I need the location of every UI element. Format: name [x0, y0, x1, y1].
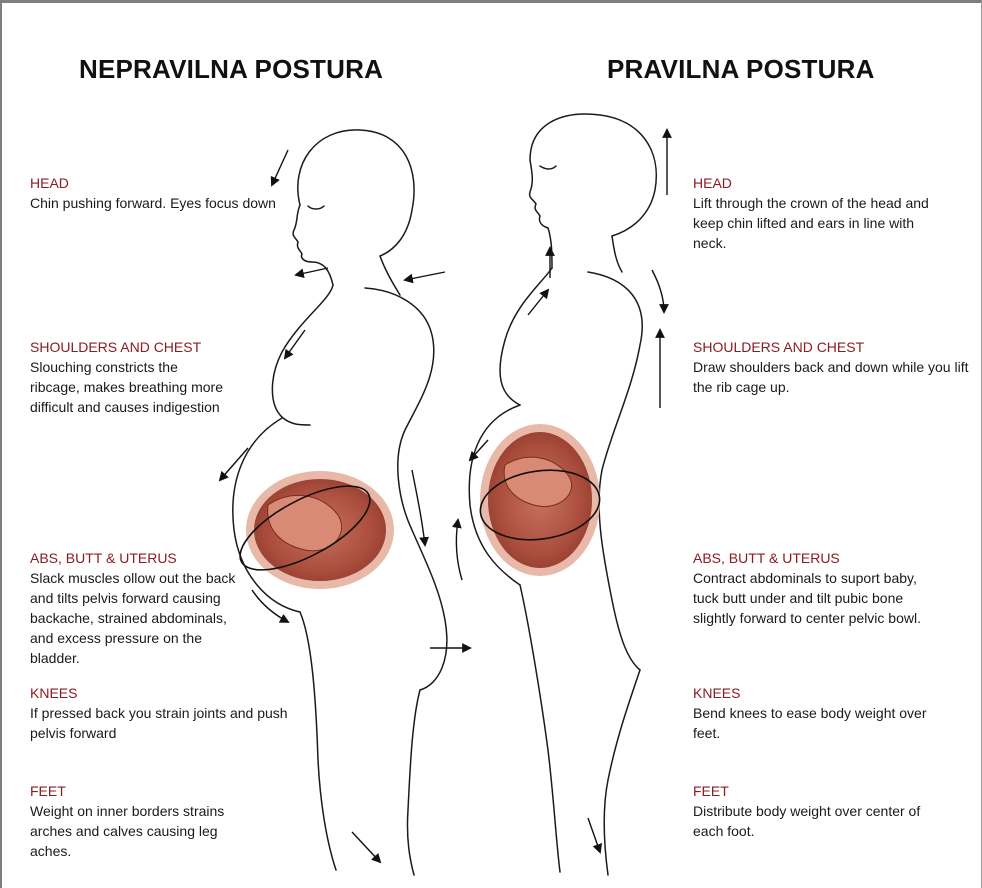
incorrect-shoulders-heading: SHOULDERS AND CHEST [30, 338, 295, 356]
correct-abs-text: Contract abdominals to suport baby, tuck… [693, 568, 928, 628]
correct-knees-annotation: KNEES Bend knees to ease body weight ove… [693, 684, 973, 743]
incorrect-head-text: Chin pushing forward. Eyes focus down [30, 193, 295, 213]
incorrect-abs-text: Slack muscles ollow out the back and til… [30, 568, 245, 668]
incorrect-knees-heading: KNEES [30, 684, 295, 702]
incorrect-shoulders-text: Slouching constricts the ribcage, makes … [30, 357, 230, 417]
correct-head-heading: HEAD [693, 174, 973, 192]
correct-knees-heading: KNEES [693, 684, 973, 702]
incorrect-posture-figure [220, 130, 470, 875]
incorrect-abs-heading: ABS, BUTT & UTERUS [30, 549, 295, 567]
incorrect-feet-heading: FEET [30, 782, 295, 800]
incorrect-knees-annotation: KNEES If pressed back you strain joints … [30, 684, 295, 743]
correct-posture-figure [456, 114, 667, 875]
incorrect-head-heading: HEAD [30, 174, 295, 192]
correct-shoulders-text: Draw shoulders back and down while you l… [693, 357, 973, 397]
correct-head-text: Lift through the crown of the head and k… [693, 193, 951, 253]
correct-shoulders-annotation: SHOULDERS AND CHEST Draw shoulders back … [693, 338, 973, 397]
correct-knees-text: Bend knees to ease body weight over feet… [693, 703, 933, 743]
correct-abs-annotation: ABS, BUTT & UTERUS Contract abdominals t… [693, 549, 973, 628]
incorrect-abs-annotation: ABS, BUTT & UTERUS Slack muscles ollow o… [30, 549, 295, 668]
incorrect-feet-text: Weight on inner borders strains arches a… [30, 801, 225, 861]
correct-shoulders-heading: SHOULDERS AND CHEST [693, 338, 973, 356]
incorrect-feet-annotation: FEET Weight on inner borders strains arc… [30, 782, 295, 861]
incorrect-shoulders-annotation: SHOULDERS AND CHEST Slouching constricts… [30, 338, 295, 417]
correct-feet-annotation: FEET Distribute body weight over center … [693, 782, 973, 841]
correct-abs-heading: ABS, BUTT & UTERUS [693, 549, 973, 567]
correct-feet-heading: FEET [693, 782, 973, 800]
correct-feet-text: Distribute body weight over center of ea… [693, 801, 953, 841]
incorrect-head-annotation: HEAD Chin pushing forward. Eyes focus do… [30, 174, 295, 213]
correct-head-annotation: HEAD Lift through the crown of the head … [693, 174, 973, 253]
incorrect-knees-text: If pressed back you strain joints and pu… [30, 703, 295, 743]
